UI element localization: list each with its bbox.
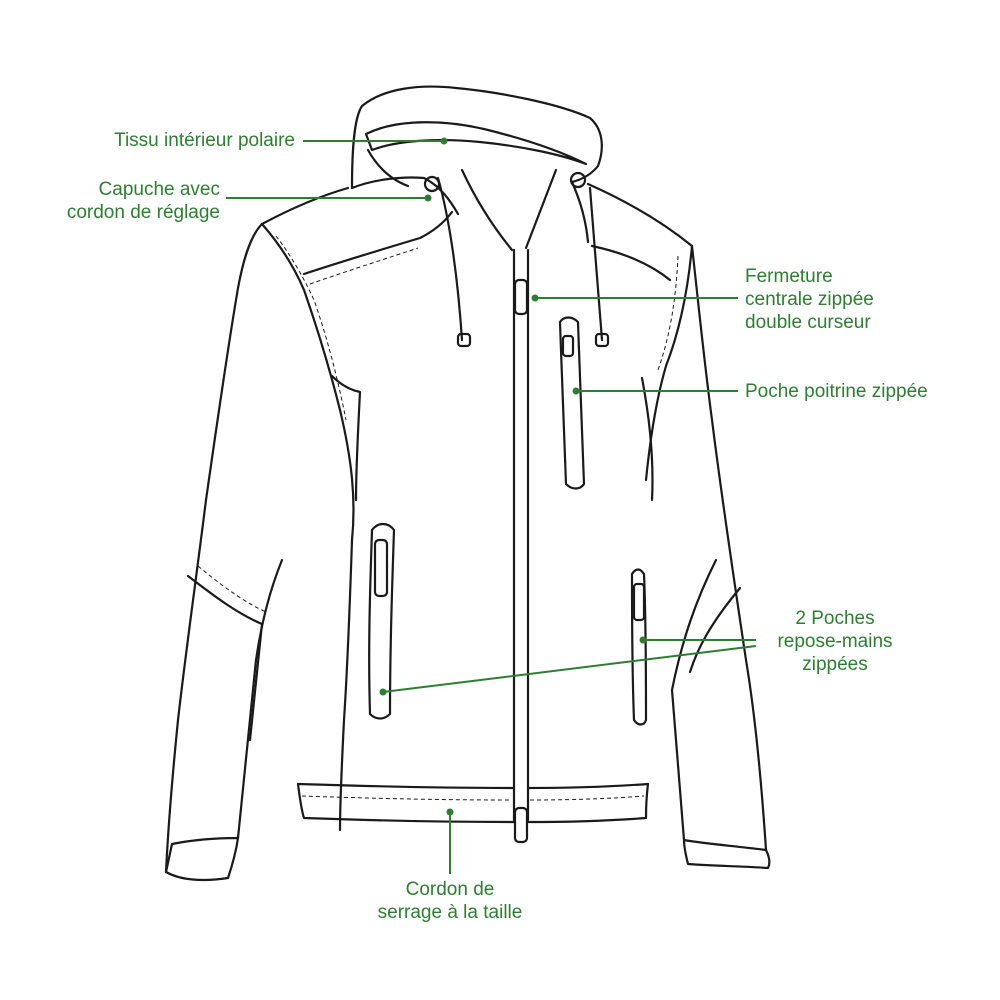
label-hand-pockets: 2 Poches repose-mains zippées <box>760 607 910 676</box>
label-zipper-line-3: double curseur <box>745 312 871 333</box>
waist-band <box>296 782 650 824</box>
label-hand-pockets-line-3: zippées <box>802 654 868 675</box>
left-cuff <box>164 836 240 882</box>
label-waist-cord-line-1: Cordon de <box>405 879 495 900</box>
right-hand-pocket <box>630 568 648 726</box>
left-hand-pocket <box>368 522 396 720</box>
chest-pocket <box>558 316 586 490</box>
leader-hand-pocket-left-dot <box>379 688 387 696</box>
label-hood-drawcord: Capuche avec cordon de réglage <box>67 178 220 224</box>
label-zipper-line-1: Fermeture <box>745 266 833 287</box>
leader-hand-pocket-left <box>382 645 757 693</box>
label-center-zipper: Fermeture centrale zippée double curseur <box>745 265 874 334</box>
hood-outline <box>350 85 603 190</box>
label-fleece-lining: Tissu intérieur polaire <box>114 129 295 152</box>
leader-fleece-dot <box>440 137 448 145</box>
label-chest-pocket-line-1: Poche poitrine zippée <box>745 381 928 402</box>
leader-zipper-dot <box>531 294 539 302</box>
label-waist-cord: Cordon de serrage à la taille <box>350 878 550 924</box>
right-cuff <box>682 838 771 870</box>
leader-waist-cord-dot <box>446 808 454 816</box>
leader-hand-pocket-right-dot <box>639 636 647 644</box>
label-fleece-line-1: Tissu intérieur polaire <box>114 130 295 151</box>
label-hand-pockets-line-1: 2 Poches <box>795 608 875 629</box>
leader-hood-dot <box>424 194 432 202</box>
leader-chest-pocket-dot <box>572 387 580 395</box>
torso-right <box>586 182 768 852</box>
label-chest-pocket: Poche poitrine zippée <box>745 380 928 403</box>
label-waist-cord-line-2: serrage à la taille <box>377 902 523 923</box>
label-hood-line-1: Capuche avec <box>98 179 220 200</box>
label-zipper-line-2: centrale zippée <box>745 289 874 310</box>
label-hood-line-2: cordon de réglage <box>66 202 220 223</box>
label-hand-pockets-line-2: repose-mains <box>777 631 893 652</box>
